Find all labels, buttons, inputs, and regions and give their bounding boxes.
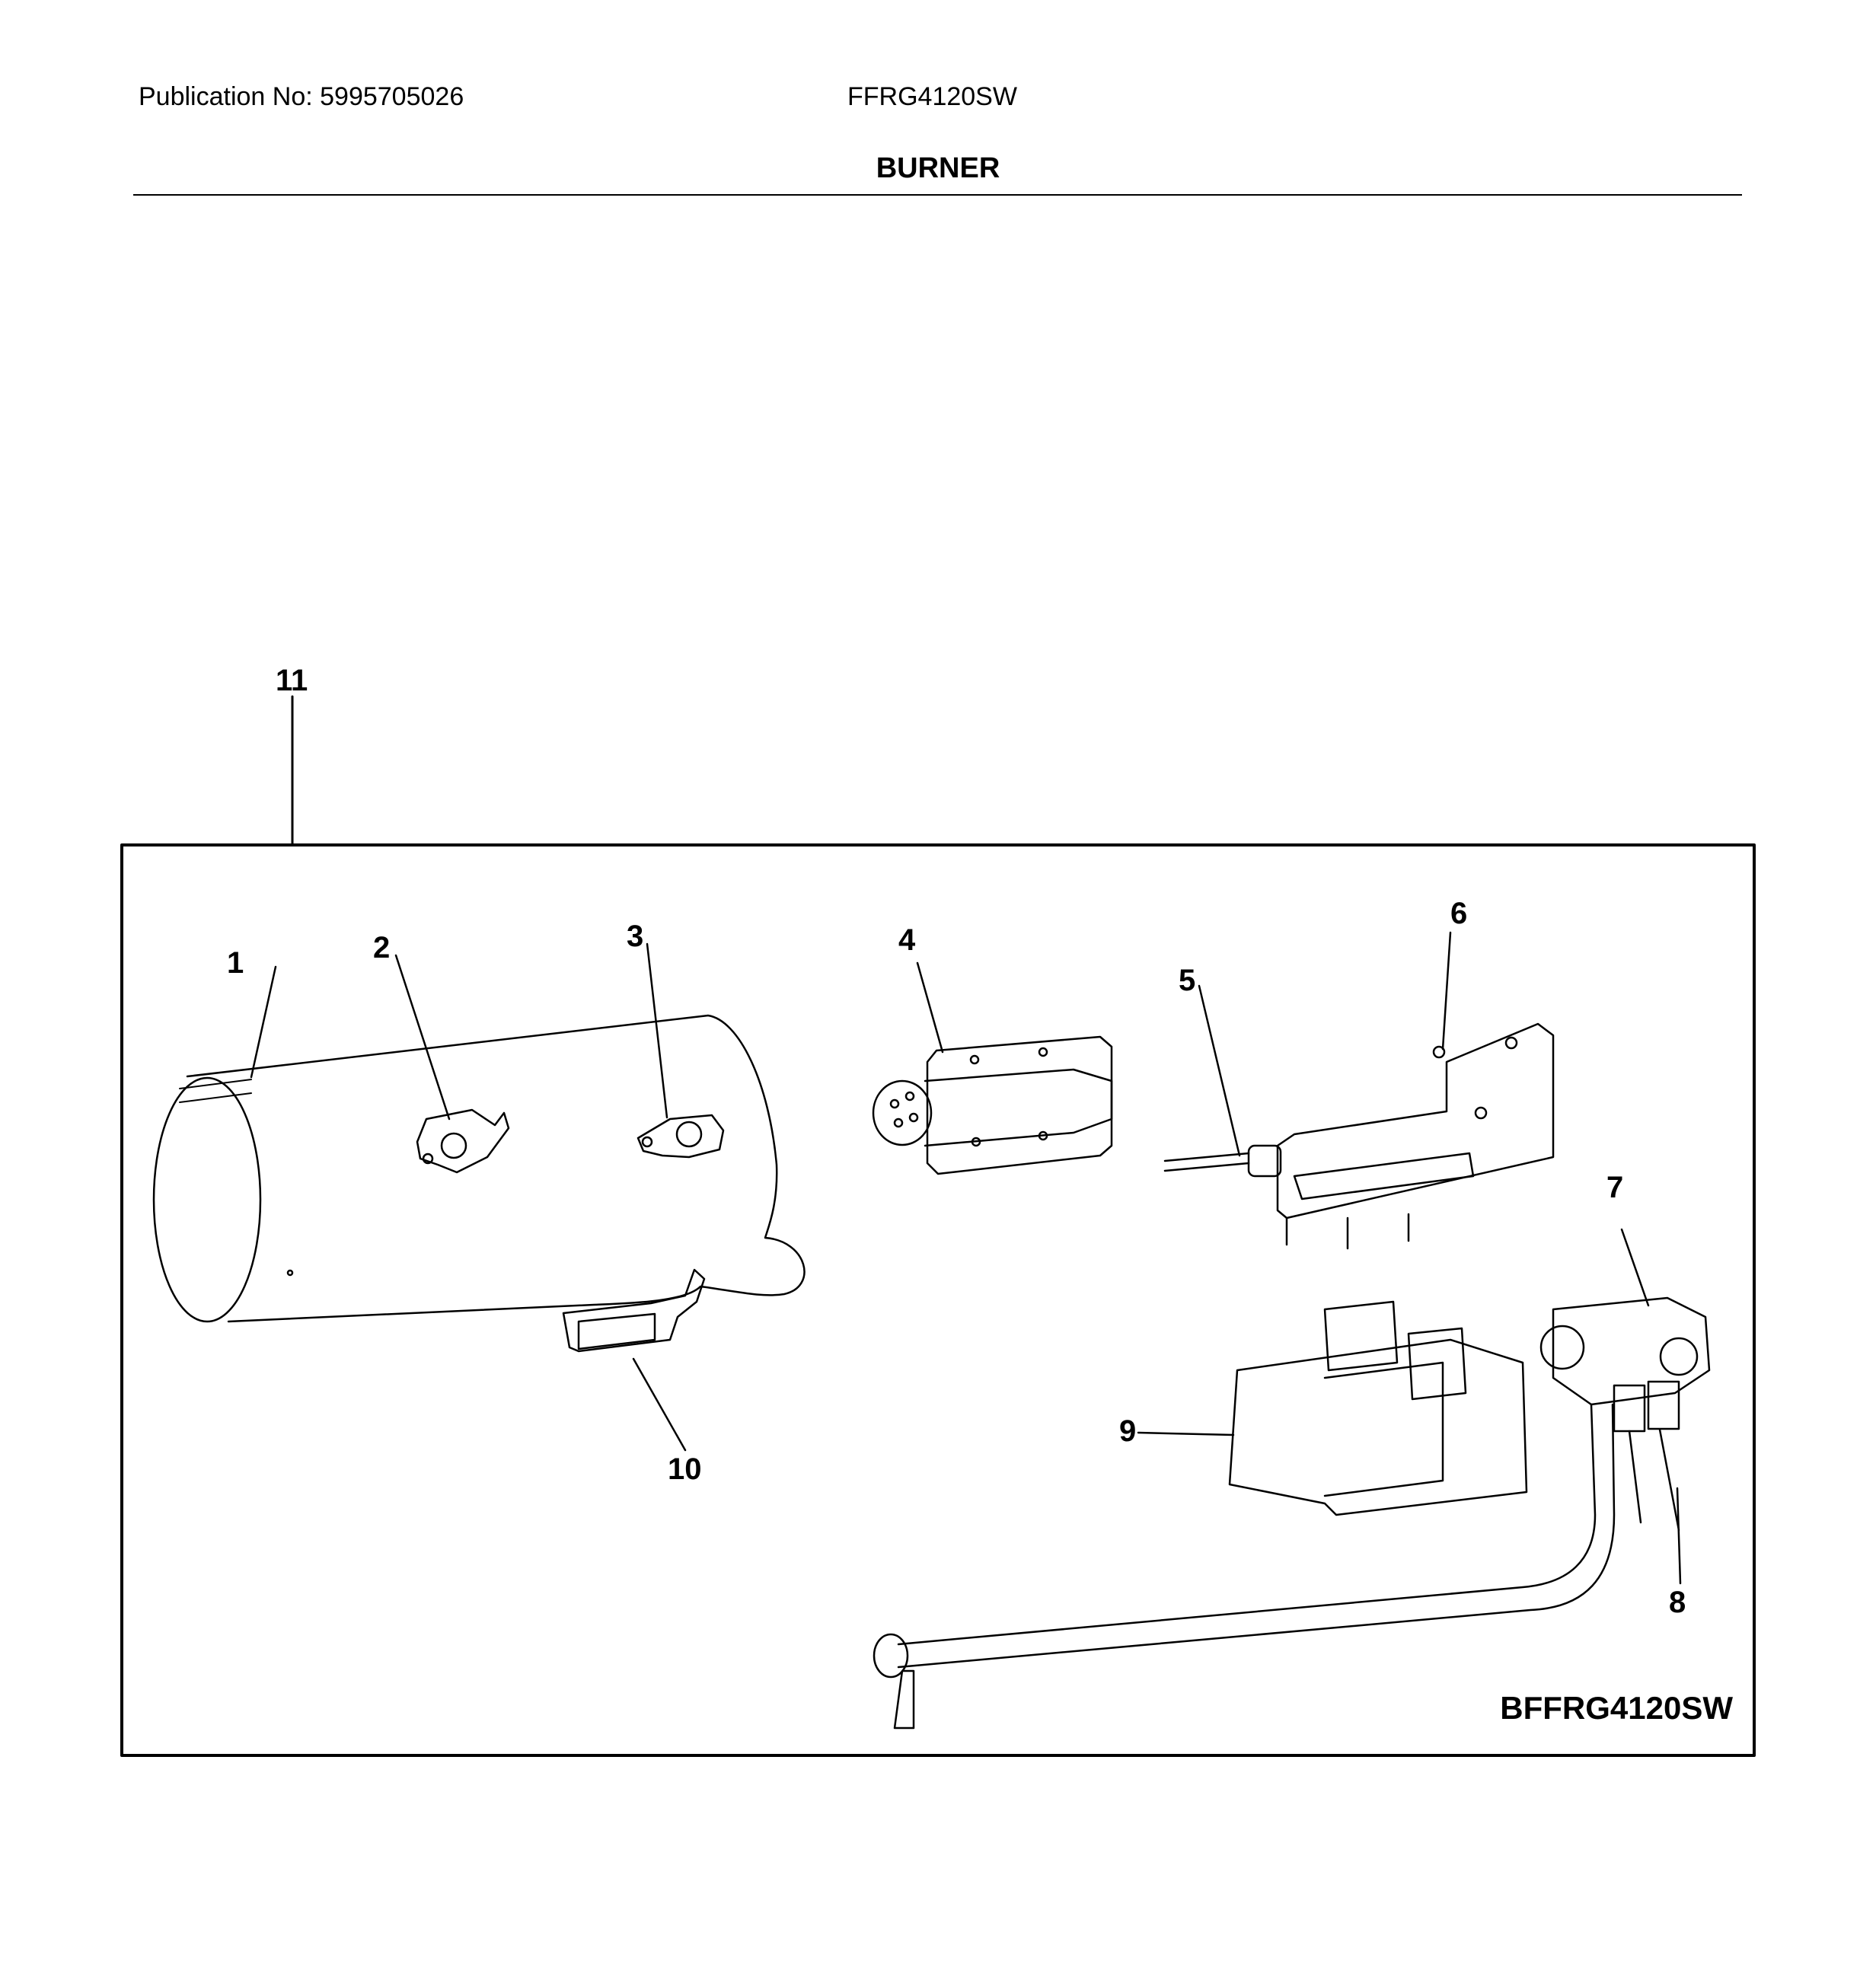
- publication-number: Publication No: 5995705026: [139, 82, 464, 111]
- part-9-burner-shield: [1137, 1300, 1528, 1516]
- callout-10: 10: [668, 1452, 702, 1486]
- page-title: BURNER: [876, 152, 1000, 184]
- callout-7: 7: [1606, 1171, 1624, 1204]
- callout-2: 2: [373, 931, 391, 964]
- part-3-thermal-fuse: [636, 942, 725, 1159]
- part-1-combustion-chamber: [152, 965, 806, 1323]
- drawing-code: BFFRG4120SW: [1500, 1690, 1733, 1726]
- part-7-8-gas-valve: [873, 1228, 1711, 1730]
- model-number: FFRG4120SW: [847, 82, 1017, 111]
- callout-9: 9: [1119, 1414, 1137, 1448]
- part-2-thermostat: [394, 954, 510, 1174]
- callout-8: 8: [1669, 1586, 1686, 1619]
- part-5-6-igniter-bracket: [1163, 931, 1555, 1250]
- header-divider: [133, 194, 1742, 196]
- part-4-burner-tube: [872, 961, 1113, 1175]
- callout-4: 4: [898, 923, 916, 957]
- part-10-flame-sensor: [562, 1268, 706, 1452]
- callout-3: 3: [627, 920, 644, 953]
- callout-11: 11: [276, 664, 308, 697]
- callout-5: 5: [1179, 964, 1196, 997]
- callout-1: 1: [227, 946, 244, 980]
- assembly-frame: [120, 843, 1756, 1757]
- callout-6: 6: [1450, 897, 1468, 930]
